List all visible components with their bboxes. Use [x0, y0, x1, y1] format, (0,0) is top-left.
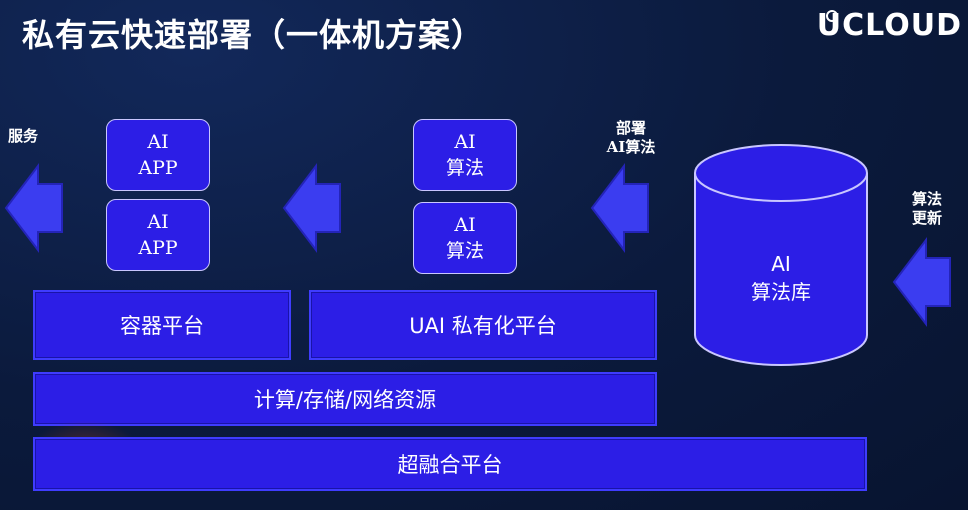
logo-registered-mark — [826, 10, 838, 22]
ai-algorithm-box-line1: AI — [454, 214, 476, 236]
algorithm-library-cylinder — [694, 144, 868, 366]
update-arrow — [892, 237, 951, 327]
container-platform-bar: 容器平台 — [33, 290, 291, 360]
algorithm-library-label: AI 算法库 — [694, 250, 868, 306]
deploy-label: 部署 AI算法 — [596, 119, 666, 157]
ai-app-box: AI APP — [106, 199, 210, 271]
page-title: 私有云快速部署（一体机方案） — [22, 16, 485, 54]
hyper-converged-platform-bar: 超融合平台 — [33, 437, 867, 491]
ai-app-box-line2: APP — [138, 157, 178, 179]
ai-app-box: AI APP — [106, 119, 210, 191]
update-label-line1: 算法 — [911, 190, 942, 208]
compute-storage-network-bar: 计算/存储/网络资源 — [33, 372, 657, 426]
ai-algorithm-box-line2: 算法 — [445, 157, 484, 179]
ai-algorithm-box-line1: AI — [454, 131, 476, 153]
deploy-label-line1: 部署 — [615, 119, 646, 137]
deploy-label-line2: AI算法 — [606, 138, 656, 156]
ucloud-logo: UCLOUD — [816, 8, 962, 43]
ai-algorithm-box-line2: 算法 — [445, 240, 484, 262]
uai-private-platform-bar: UAI 私有化平台 — [309, 290, 657, 360]
serve-label: 服务 — [8, 127, 39, 145]
ai-app-box-line2: APP — [138, 237, 178, 259]
update-label: 算法 更新 — [902, 190, 952, 228]
serve-arrow — [4, 163, 63, 253]
app-to-algo-arrow — [282, 163, 341, 253]
deploy-arrow — [590, 163, 649, 253]
algorithm-library-line1: AI — [771, 252, 791, 276]
update-label-line2: 更新 — [911, 209, 942, 227]
ai-app-box-line1: AI — [147, 131, 169, 153]
algorithm-library-line2: 算法库 — [751, 280, 811, 304]
ai-app-box-line1: AI — [147, 211, 169, 233]
ai-algorithm-box: AI 算法 — [413, 119, 517, 191]
ai-algorithm-box: AI 算法 — [413, 202, 517, 274]
